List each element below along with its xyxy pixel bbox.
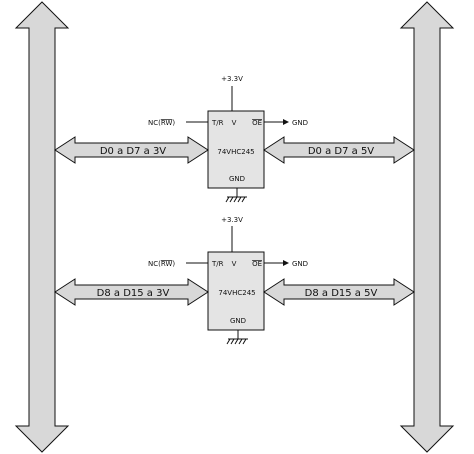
buffer-1-chip-name: 74VHC245: [217, 148, 254, 156]
buffer-1-oe-gnd-label: GND: [292, 119, 308, 127]
buffer-2-chip-name: 74VHC245: [218, 289, 255, 297]
buffer-2-pin-v: V: [232, 260, 237, 268]
buffer-1-pin-tr: T/R: [211, 119, 224, 127]
buffer-1-oe-arrowhead: [283, 119, 289, 125]
buffer-2-control-net-signal: RW: [161, 260, 173, 268]
buffer-1-control-net-label: NC(RW): [148, 119, 175, 127]
buffer-1-pin-v: V: [232, 119, 237, 127]
buffer-2-left-bus-label: D8 a D15 a 3V: [97, 288, 170, 299]
buffer-2-supply-label: +3.3V: [221, 216, 243, 224]
buffer-1-left-bus-arrow: [54, 136, 209, 164]
buffer-2-oe-arrowhead: [283, 260, 289, 266]
buffer-1: +3.3V NC(RW) GND T/R V OE 74VHC245 GND D…: [54, 75, 415, 203]
buffer-1-control-net-signal: RW: [161, 119, 173, 127]
buffer-2-oe-gnd-label: GND: [292, 260, 308, 268]
buffer-1-right-bus-arrow: [263, 136, 415, 164]
right-vertical-bus-arrow: [399, 1, 455, 453]
buffer-2-right-bus-label: D8 a D15 a 5V: [305, 288, 378, 299]
buffer-2: +3.3V NC(RW) GND T/R V OE 74VHC245 GND D…: [54, 216, 415, 345]
buffer-1-chip-body: [207, 110, 265, 189]
buffer-1-pin-oe: OE: [252, 119, 262, 127]
buffer-1-pin-gnd: GND: [229, 175, 245, 183]
buffer-1-control-net-prefix: NC: [148, 119, 158, 127]
left-vertical-bus-arrow: [14, 1, 70, 453]
buffer-1-supply-label: +3.3V: [221, 75, 243, 83]
buffer-2-pin-gnd: GND: [230, 317, 246, 325]
buffer-2-ground-symbol: [226, 338, 248, 345]
buffer-1-right-bus-label: D0 a D7 a 5V: [308, 146, 374, 157]
buffer-2-chip-body: [207, 251, 265, 331]
buffer-1-ground-symbol: [225, 196, 247, 203]
buffer-1-left-bus-label: D0 a D7 a 3V: [100, 146, 166, 157]
buffer-2-control-net-prefix: NC: [148, 260, 158, 268]
buffer-2-control-net-label: NC(RW): [148, 260, 175, 268]
buffer-2-pin-oe: OE: [252, 260, 262, 268]
buffer-2-left-bus-arrow: [54, 278, 209, 306]
buffer-2-pin-tr: T/R: [211, 260, 224, 268]
buffer-2-right-bus-arrow: [263, 278, 415, 306]
